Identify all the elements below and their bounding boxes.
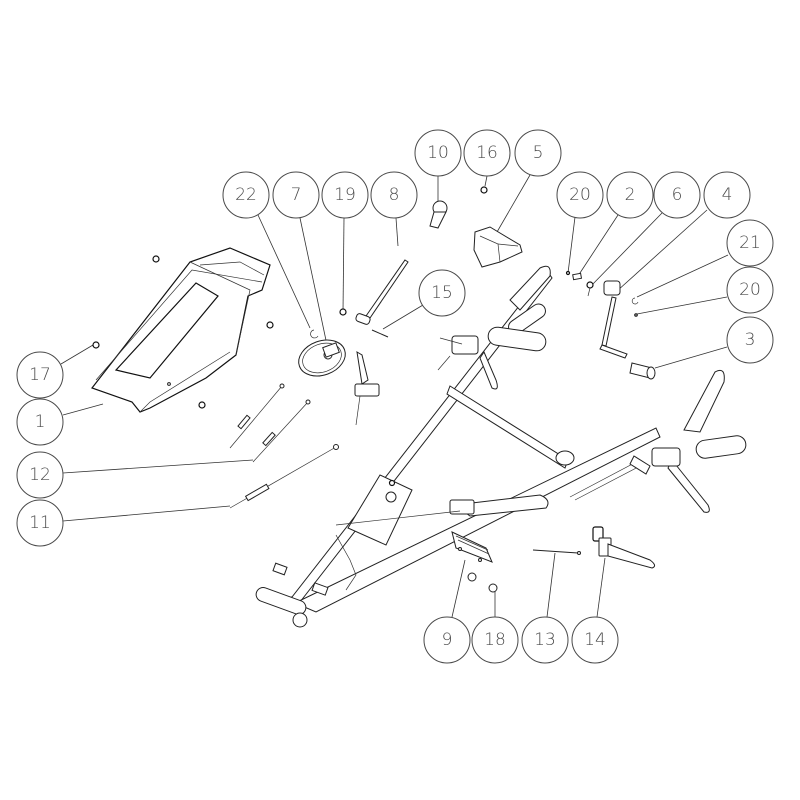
callout-circle (370, 171, 418, 219)
callout-circle (703, 171, 751, 219)
callout-1: 1 (16, 398, 64, 446)
callout-balloons: 10 16 5 22 7 19 8 20 2 6 4 21 20 3 15 17 1 12 11 9 18 13 14 (16, 129, 774, 664)
callout-circle (16, 351, 64, 399)
part-12-cables (229, 383, 311, 463)
part-22-clip (310, 329, 319, 339)
callout-11: 11 (16, 499, 64, 547)
callout-label: 3 (745, 330, 756, 350)
part-8-rod (355, 259, 409, 325)
callout-label: 13 (534, 630, 556, 650)
callout-14: 14 (571, 616, 619, 664)
callout-circle (222, 171, 270, 219)
callout-20: 20 (726, 266, 774, 314)
callout-13: 13 (521, 616, 569, 664)
callout-12: 12 (16, 451, 64, 499)
part-10-knob (429, 200, 448, 229)
callout-circle (471, 616, 519, 664)
callout-label: 9 (442, 630, 453, 650)
part-11-cable (229, 444, 339, 509)
callout-circle (726, 316, 774, 364)
callout-18: 18 (471, 616, 519, 664)
callout-7: 7 (272, 171, 320, 219)
callout-10: 10 (414, 129, 462, 177)
callout-22: 22 (222, 171, 270, 219)
callout-circle (272, 171, 320, 219)
callout-label: 14 (584, 630, 606, 650)
callout-label: 6 (672, 185, 683, 205)
callout-circle (726, 266, 774, 314)
callout-circle (726, 219, 774, 267)
callout-circle (418, 269, 466, 317)
callout-label: 22 (235, 185, 257, 205)
nut-parts (92, 255, 347, 409)
callout-label: 17 (29, 365, 51, 385)
callout-circle (16, 398, 64, 446)
callout-circle (414, 129, 462, 177)
callout-label: 19 (334, 185, 356, 205)
callout-6: 6 (653, 171, 701, 219)
callout-label: 12 (29, 465, 51, 485)
callout-circle (556, 171, 604, 219)
part-7-plate (298, 339, 346, 377)
crank-handle-parts (565, 270, 656, 380)
callout-circle (606, 171, 654, 219)
part-1-cover (91, 247, 271, 413)
part-18-nuts (467, 572, 498, 593)
leader-lines (60, 174, 729, 618)
callout-label: 10 (427, 143, 449, 163)
main-frame (255, 265, 747, 628)
callout-circle (514, 129, 562, 177)
callout-circle (321, 171, 369, 219)
callout-label: 15 (431, 283, 453, 303)
callout-label: 1 (35, 412, 46, 432)
callout-3: 3 (726, 316, 774, 364)
part-13-pin (532, 549, 581, 555)
part-5-bracket (473, 226, 523, 268)
callout-5: 5 (514, 129, 562, 177)
callout-label: 16 (476, 143, 498, 163)
part-16-nut (480, 186, 488, 194)
callout-circle (16, 499, 64, 547)
callout-20: 20 (556, 171, 604, 219)
callout-circle (16, 451, 64, 499)
callout-16: 16 (463, 129, 511, 177)
callout-circle (653, 171, 701, 219)
callout-2: 2 (606, 171, 654, 219)
callout-4: 4 (703, 171, 751, 219)
callout-label: 5 (533, 143, 544, 163)
callout-8: 8 (370, 171, 418, 219)
callout-label: 21 (739, 233, 761, 253)
callout-circle (571, 616, 619, 664)
callout-label: 2 (625, 185, 636, 205)
callout-label: 11 (29, 513, 51, 533)
part-15-pin (371, 329, 389, 338)
callout-circle (463, 129, 511, 177)
callout-17: 17 (16, 351, 64, 399)
callout-label: 20 (739, 280, 761, 300)
callout-label: 20 (569, 185, 591, 205)
small-brake-lever (354, 351, 380, 426)
part-9-bracket (451, 531, 493, 563)
callout-circle (423, 616, 471, 664)
callout-9: 9 (423, 616, 471, 664)
callout-circle (521, 616, 569, 664)
callout-15: 15 (418, 269, 466, 317)
callout-label: 8 (389, 185, 400, 205)
part-14-lever (592, 526, 656, 569)
callout-label: 7 (291, 185, 302, 205)
callout-21: 21 (726, 219, 774, 267)
callout-19: 19 (321, 171, 369, 219)
callout-label: 4 (722, 185, 733, 205)
callout-label: 18 (484, 630, 506, 650)
